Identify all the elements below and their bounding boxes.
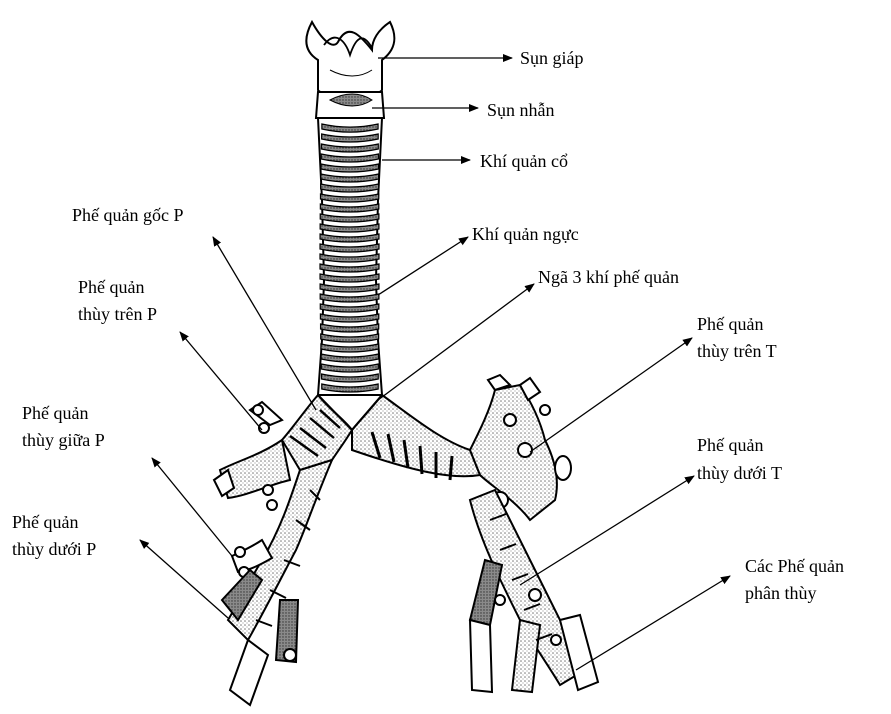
- label-pq-tren-t-line1: Phế quản: [697, 314, 764, 334]
- leader-khi-quan-nguc: [378, 237, 468, 295]
- leader-lines: [140, 58, 730, 670]
- label-pq-duoi-p-line1: Phế quản: [12, 512, 79, 532]
- label-pq-giua-p-line2: thùy giữa P: [22, 430, 105, 450]
- left-bronchial-branches: [470, 375, 598, 692]
- leader-pq-tren-p: [180, 332, 262, 430]
- label-pq-duoi-t-line1: Phế quản: [697, 435, 764, 455]
- leader-pq-tren-t: [530, 338, 692, 452]
- leader-pq-phan-thuy: [576, 576, 730, 670]
- leader-pq-duoi-p: [140, 540, 228, 618]
- trachea: [318, 118, 382, 395]
- label-pq-giua-p-line1: Phế quản: [22, 403, 89, 423]
- anatomy-illustration: [214, 22, 598, 705]
- thyroid-cartilage: [306, 22, 394, 96]
- label-khi-quan-co: Khí quản cổ: [480, 151, 568, 171]
- label-sun-giap: Sụn giáp: [520, 48, 584, 68]
- label-pq-tren-p-line1: Phế quản: [78, 277, 145, 297]
- label-nga3: Ngã 3 khí phế quản: [538, 267, 679, 287]
- label-sun-nhan: Sụn nhẫn: [487, 100, 555, 120]
- cricoid-cartilage: [316, 92, 384, 118]
- label-pq-duoi-p-line2: thùy dưới P: [12, 539, 96, 559]
- label-khi-quan-nguc: Khí quản ngực: [472, 224, 579, 244]
- label-pq-goc-p: Phế quản gốc P: [72, 205, 184, 225]
- label-pq-tren-p-line2: thùy trên P: [78, 304, 157, 324]
- leader-pq-goc-p: [213, 237, 316, 410]
- label-pq-phan-thuy-line2: phân thùy: [745, 583, 817, 603]
- label-pq-duoi-t-line2: thùy dưới T: [697, 463, 782, 483]
- label-pq-tren-t-line2: thùy trên T: [697, 341, 777, 361]
- label-pq-phan-thuy-line1: Các Phế quản: [745, 556, 844, 576]
- labels: Sụn giáp Sụn nhẫn Khí quản cổ Phế quản g…: [12, 48, 844, 603]
- leader-nga3: [378, 284, 534, 400]
